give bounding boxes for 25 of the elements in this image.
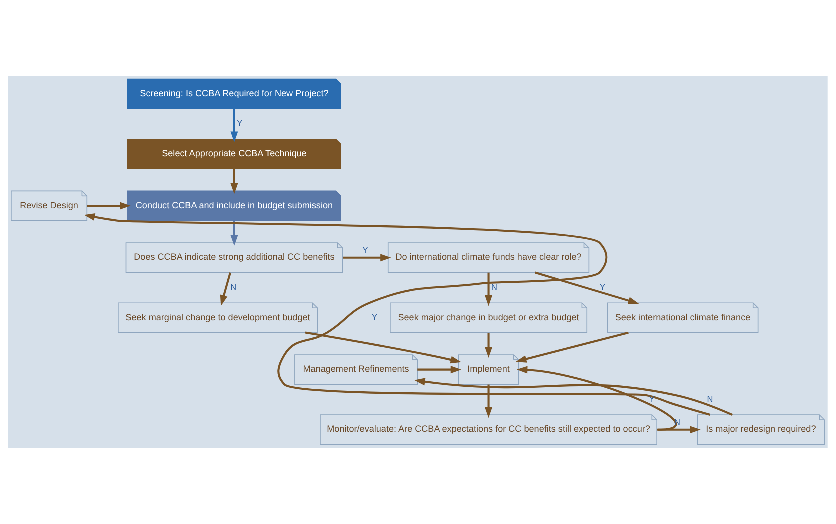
edge-label: Y (372, 313, 378, 322)
arrow (414, 378, 734, 416)
arrow (220, 272, 232, 306)
edge-label: Y (362, 246, 368, 255)
arrow (516, 332, 629, 363)
arrow (485, 384, 493, 418)
edge-label: Y (600, 282, 606, 292)
arrow (535, 272, 640, 304)
arrow (657, 426, 701, 434)
arrow (343, 254, 392, 262)
arrow (230, 109, 238, 142)
edge-label: N (230, 282, 237, 292)
arrow (230, 221, 238, 246)
arrow (516, 366, 677, 431)
arrow (87, 202, 131, 210)
arrow (418, 366, 462, 374)
edge-label: Y (237, 119, 243, 128)
edge-label: N (492, 282, 498, 292)
edge-label: N (707, 394, 714, 404)
arrow (230, 169, 238, 194)
arrow (485, 272, 493, 306)
arrow (305, 332, 462, 364)
arrow (485, 333, 493, 358)
arrow (84, 214, 711, 416)
edge-label: Y (649, 394, 655, 404)
